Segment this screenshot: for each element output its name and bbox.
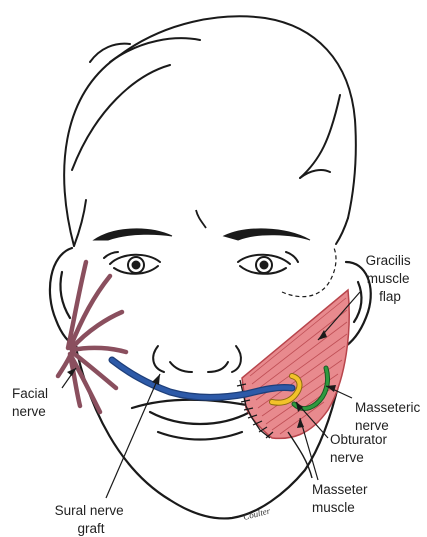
masseter-muscle <box>288 432 312 478</box>
label-sural-nerve-graft: Sural nerve graft <box>55 503 128 536</box>
nose <box>153 346 241 372</box>
label-gracilis-muscle-flap: Gracilis muscle flap <box>366 253 415 304</box>
eyebrows <box>94 210 310 240</box>
hair <box>64 16 356 246</box>
leader-sural <box>106 374 160 498</box>
facial-nerve <box>58 262 126 412</box>
label-obturator-nerve: Obturator nerve <box>330 432 391 465</box>
label-masseter-muscle: Masseter muscle <box>312 482 371 515</box>
left-ear <box>50 248 78 348</box>
label-facial-nerve: Facial nerve <box>12 386 52 419</box>
gracilis-muscle-flap <box>237 290 349 438</box>
eyes <box>104 252 298 274</box>
artist-signature: Coulter <box>242 505 272 521</box>
mouth <box>132 400 262 440</box>
flap-outline-dashed <box>282 248 336 297</box>
label-masseteric-nerve: Masseteric nerve <box>355 400 424 433</box>
